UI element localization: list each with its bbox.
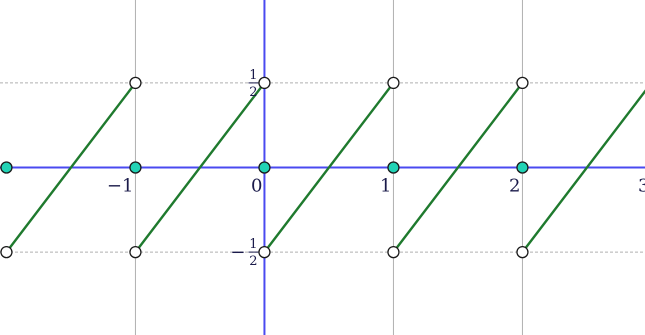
filled-point [516, 161, 529, 174]
sawtooth-series [5, 81, 645, 254]
x-tick-label: 2 [509, 176, 520, 197]
filled-point [387, 161, 400, 174]
sawtooth-segment [134, 81, 266, 254]
open-point [258, 245, 271, 259]
sawtooth-segment [392, 81, 524, 254]
open-point [258, 76, 271, 90]
y-tick-denominator: 2 [249, 85, 257, 100]
open-point [387, 245, 400, 259]
filled-point [258, 161, 271, 174]
sawtooth-segment [263, 81, 395, 254]
plot-points [0, 76, 529, 259]
x-tick-label: 1 [380, 176, 391, 197]
open-point [0, 245, 13, 259]
open-point [387, 76, 400, 90]
sawtooth-segment [5, 81, 137, 254]
sawtooth-segment [521, 89, 645, 254]
x-tick-label: 0 [251, 176, 262, 197]
y-tick-sign: − [230, 242, 245, 263]
y-tick-denominator: 2 [249, 254, 257, 269]
x-tick-label: −1 [107, 176, 134, 197]
open-point [516, 76, 529, 90]
x-tick-label: 3 [638, 176, 645, 197]
y-tick-numerator: 1 [249, 237, 257, 252]
y-tick-numerator: 1 [249, 68, 257, 83]
open-point [516, 245, 529, 259]
y-tick-label: 1 2− [230, 237, 259, 269]
filled-point [0, 161, 13, 174]
open-point [129, 245, 142, 259]
y-tick-label: 12 [248, 68, 259, 100]
filled-point [129, 161, 142, 174]
open-point [129, 76, 142, 90]
